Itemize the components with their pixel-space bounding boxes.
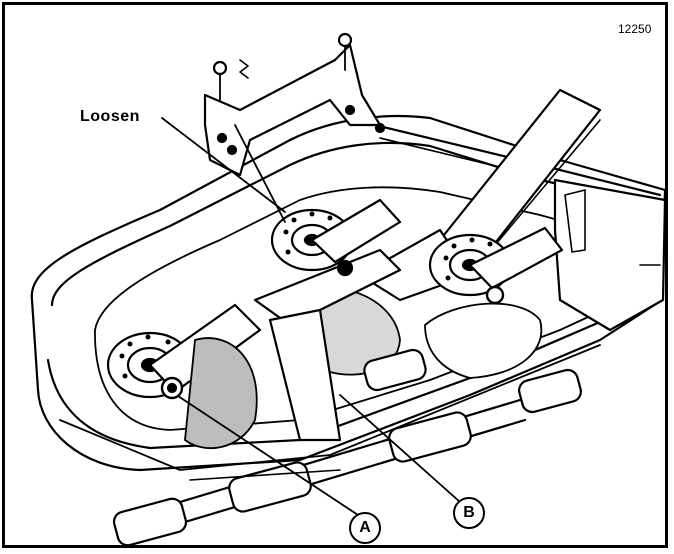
bracket-bolt-2 <box>226 144 238 156</box>
deck-skirt-line <box>59 344 601 471</box>
belt-shield-right <box>424 302 543 379</box>
rear-rail-lower <box>379 137 521 173</box>
callout-a: A <box>349 512 381 544</box>
bracket-bolt-3 <box>344 104 356 116</box>
roller-front-mid <box>228 461 312 513</box>
callout-b: B <box>453 497 485 529</box>
leader-loosen-2 <box>234 124 286 223</box>
bracket-pin-right <box>337 32 353 48</box>
idler-arm-right <box>468 226 564 290</box>
idler-arm-center <box>310 198 402 264</box>
figure-number: 12250 <box>618 22 652 36</box>
center-plate-lower <box>268 308 342 442</box>
bracket-link-left <box>219 45 346 101</box>
right-housing-slot <box>564 189 586 253</box>
figure-border <box>2 2 668 548</box>
idler-nut-center <box>336 259 354 277</box>
roller-front-right <box>388 411 472 463</box>
bracket-bolt-1 <box>216 132 228 144</box>
roller-front-left <box>112 497 188 547</box>
roller-rear-right <box>518 368 582 414</box>
nut-a-center <box>166 382 178 394</box>
upper-bracket <box>203 43 382 177</box>
belt-shield-left <box>184 337 258 449</box>
roller-rear-mid <box>363 348 427 392</box>
leader-loosen <box>161 117 286 213</box>
bracket-pin-left <box>212 60 228 76</box>
callout-b-letter: B <box>463 504 475 521</box>
leader-a <box>177 395 359 516</box>
callout-a-letter: A <box>359 519 371 536</box>
leader-b <box>339 394 461 503</box>
loosen-label: Loosen <box>80 108 140 125</box>
deck-lower-rim <box>46 288 654 450</box>
deck-skirt-line-2 <box>189 469 341 481</box>
idler-nut-right <box>485 285 505 305</box>
bracket-spring <box>239 59 249 79</box>
